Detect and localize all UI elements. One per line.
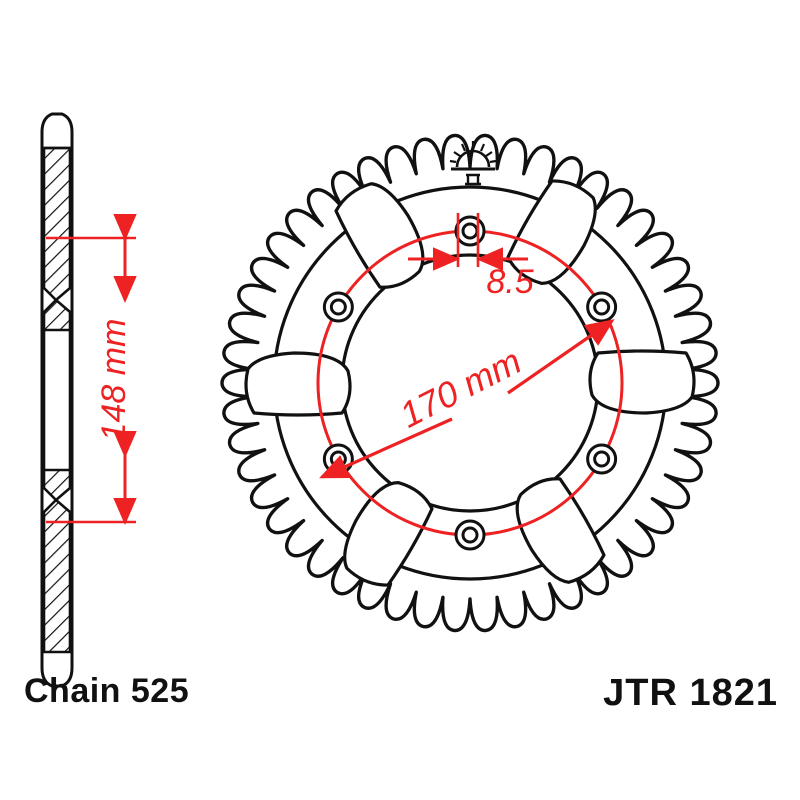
sunrise-logo-icon — [449, 141, 497, 186]
dimension-8-5-label: 8.5 — [486, 263, 533, 301]
lightening-cutout — [588, 349, 696, 415]
dimension-170-line-right — [507, 319, 615, 395]
sprocket-face-view: 170 mm 8.5 — [220, 133, 720, 633]
bolt-holes — [322, 215, 618, 551]
side-section-hatch-bottom — [44, 470, 70, 652]
dimension-8-5: 8.5 — [408, 213, 534, 301]
dimension-148mm: 148 mm — [46, 214, 137, 525]
bolt-hole — [322, 291, 354, 323]
bolt-hole — [454, 215, 486, 247]
chain-size-label: Chain 525 — [24, 672, 190, 710]
bolt-hole — [454, 519, 486, 551]
bolt-hole — [586, 291, 618, 323]
bolt-hole — [586, 443, 618, 475]
side-section-outline-bottom — [42, 468, 72, 654]
part-number-label: JTR 1821 — [603, 672, 778, 714]
dimension-148mm-label: 148 mm — [95, 319, 133, 442]
side-profile-view — [40, 112, 74, 688]
lightening-cutout — [244, 351, 352, 417]
dimension-170-line-left — [319, 417, 453, 479]
